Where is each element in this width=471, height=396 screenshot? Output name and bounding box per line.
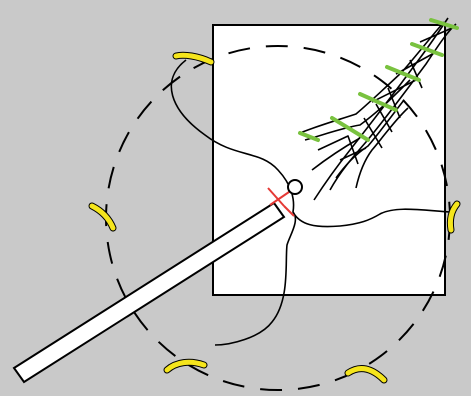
yellow-peg[interactable]	[348, 369, 384, 380]
yellow-peg[interactable]	[176, 55, 211, 62]
yellow-peg[interactable]	[92, 206, 113, 228]
hook-ring[interactable]	[288, 180, 302, 194]
yellow-peg[interactable]	[450, 204, 457, 230]
yellow-peg[interactable]	[167, 362, 204, 370]
